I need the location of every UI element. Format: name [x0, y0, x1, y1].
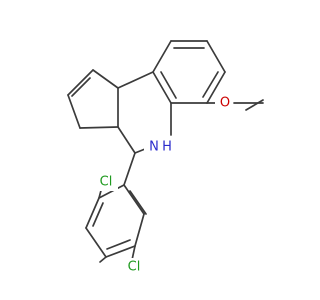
bond: [71, 77, 91, 97]
bond: [202, 71, 219, 98]
molecule-structure: O N H Cl Cl: [67, 40, 264, 276]
bond: [245, 99, 264, 111]
bond: [105, 245, 136, 258]
bond: [206, 40, 226, 73]
bond: [123, 184, 145, 215]
oxygen-label: O: [220, 96, 230, 111]
chlorine-ortho-label: Cl: [100, 175, 113, 190]
bond: [99, 256, 107, 263]
bond: [206, 71, 226, 104]
atom-label-chlorine-ortho: Cl: [94, 173, 118, 191]
bond: [134, 213, 145, 247]
bond: [79, 126, 119, 129]
chlorine-para-label: Cl: [128, 260, 141, 275]
bond: [129, 190, 147, 215]
bond: [131, 245, 136, 261]
bond: [152, 40, 172, 73]
bond: [85, 227, 107, 258]
bond: [117, 126, 136, 154]
atom-label-oxygen: O: [215, 94, 235, 112]
bond: [117, 71, 154, 89]
dichlorophenyl-ring: [85, 184, 147, 263]
atom-label-nitrogen: N H: [144, 138, 176, 156]
bond: [92, 202, 104, 227]
hydrogen-label: H: [162, 140, 172, 155]
bond: [85, 197, 100, 229]
fused-benzene-ring: [152, 40, 226, 104]
bond: [123, 152, 136, 186]
bond: [67, 94, 81, 129]
bond: [160, 71, 177, 99]
nitrogen-label: N: [149, 140, 159, 155]
bond: [106, 239, 131, 250]
atom-label-chlorine-para: Cl: [122, 258, 146, 276]
cyclopentene-ring: [67, 69, 119, 129]
bond: [98, 184, 125, 199]
bond: [67, 69, 94, 96]
piperidine-ring: [117, 71, 172, 154]
bond: [92, 69, 119, 89]
bond: [152, 71, 172, 104]
